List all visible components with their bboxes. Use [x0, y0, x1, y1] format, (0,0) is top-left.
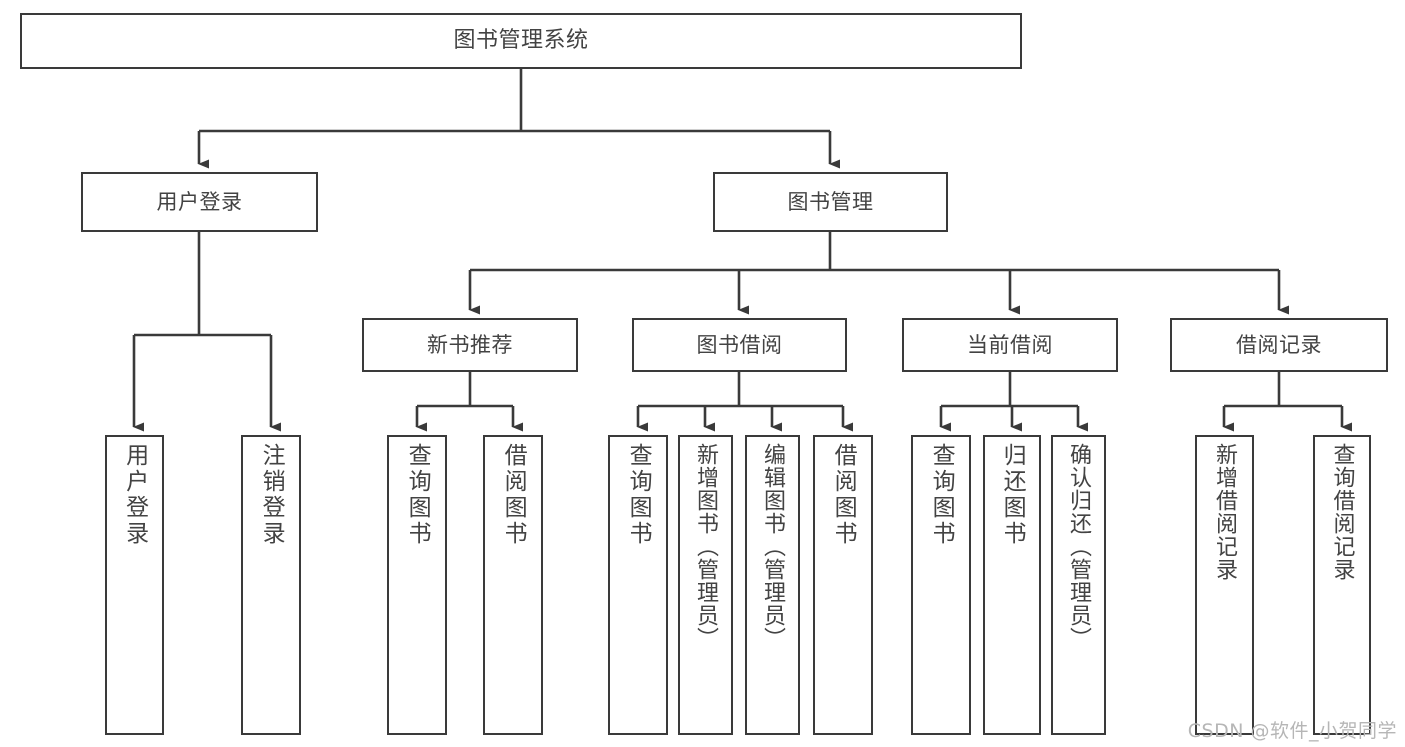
leaf-logout-label: 注销登录 [258, 443, 285, 547]
leaf-query-book-current[interactable]: 查询图书 [911, 435, 971, 735]
node-book-borrow-label: 图书借阅 [696, 332, 783, 357]
leaf-query-book-recommend[interactable]: 查询图书 [387, 435, 447, 735]
leaf-user-login[interactable]: 用户登录 [105, 435, 164, 735]
leaf-user-login-label: 用户登录 [121, 443, 148, 547]
node-user-login-label: 用户登录 [156, 189, 243, 214]
node-borrow-record[interactable]: 借阅记录 [1170, 318, 1388, 372]
leaf-query-borrow-record[interactable]: 查询借阅记录 [1313, 435, 1371, 735]
watermark-text: CSDN @软件_小贺同学 [1187, 720, 1397, 742]
leaf-return-book[interactable]: 归还图书 [983, 435, 1041, 735]
node-new-book-recommend-label: 新书推荐 [427, 332, 513, 357]
node-current-borrow[interactable]: 当前借阅 [902, 318, 1118, 372]
node-root[interactable]: 图书管理系统 [20, 13, 1022, 69]
node-book-management[interactable]: 图书管理 [713, 172, 948, 232]
leaf-borrow-book-recommend[interactable]: 借阅图书 [483, 435, 543, 735]
node-book-borrow[interactable]: 图书借阅 [632, 318, 847, 372]
leaf-borrow-book[interactable]: 借阅图书 [813, 435, 873, 735]
leaf-edit-book-admin-label: 编辑图书（管理员） [760, 443, 786, 650]
leaf-return-book-label: 归还图书 [999, 443, 1026, 547]
node-borrow-record-label: 借阅记录 [1236, 332, 1322, 357]
leaf-edit-book-admin[interactable]: 编辑图书（管理员） [745, 435, 800, 735]
leaf-query-book-recommend-label: 查询图书 [404, 443, 431, 547]
node-root-label: 图书管理系统 [453, 28, 589, 54]
leaf-query-book-borrow[interactable]: 查询图书 [608, 435, 668, 735]
node-user-login[interactable]: 用户登录 [81, 172, 318, 232]
leaf-add-borrow-record[interactable]: 新增借阅记录 [1195, 435, 1254, 735]
leaf-confirm-return-admin-label: 确认归还（管理员） [1066, 443, 1092, 650]
leaf-query-borrow-record-label: 查询借阅记录 [1329, 443, 1355, 581]
node-current-borrow-label: 当前借阅 [967, 332, 1053, 357]
leaf-query-book-current-label: 查询图书 [928, 443, 955, 547]
leaf-logout[interactable]: 注销登录 [241, 435, 301, 735]
leaf-confirm-return-admin[interactable]: 确认归还（管理员） [1051, 435, 1106, 735]
leaf-borrow-book-label: 借阅图书 [830, 443, 857, 547]
leaf-borrow-book-recommend-label: 借阅图书 [500, 443, 527, 547]
leaf-query-book-borrow-label: 查询图书 [625, 443, 652, 547]
leaf-add-borrow-record-label: 新增借阅记录 [1212, 443, 1238, 581]
node-new-book-recommend[interactable]: 新书推荐 [362, 318, 578, 372]
leaf-add-book-admin-label: 新增图书（管理员） [693, 443, 719, 650]
leaf-add-book-admin[interactable]: 新增图书（管理员） [678, 435, 733, 735]
node-book-management-label: 图书管理 [787, 189, 874, 214]
